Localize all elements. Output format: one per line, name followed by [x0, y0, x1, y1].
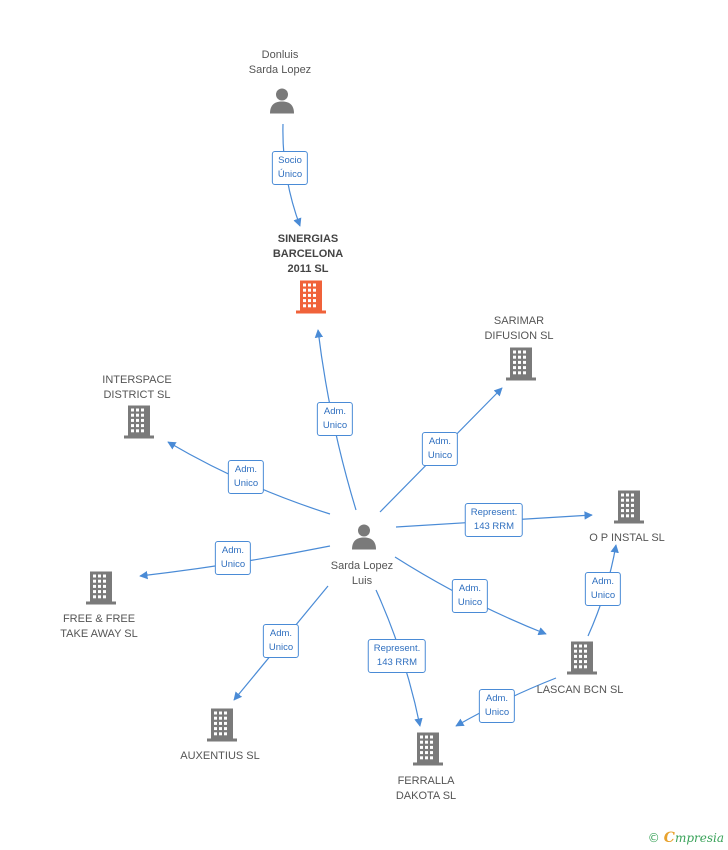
building-icon[interactable] — [504, 346, 538, 387]
brand-logo-initial: C — [663, 830, 675, 846]
edge-label-sarda-to-ferralla: Represent. 143 RRM — [367, 639, 427, 673]
edge-label-sarda-to-interspace: Adm. Unico — [227, 460, 265, 494]
node-label-opinstal[interactable]: O P INSTAL SL — [589, 532, 665, 544]
edge-label-sarda-to-sinergias: Adm. Unico — [316, 402, 354, 436]
person-icon[interactable] — [268, 87, 296, 120]
node-label-interspace[interactable]: INTERSPACE DISTRICT SL — [102, 374, 172, 401]
node-label-sarimar[interactable]: SARIMAR DIFUSION SL — [484, 315, 554, 342]
edge-label-sarda-to-sarimar: Adm. Unico — [421, 432, 459, 466]
edge-label-sarda-to-auxentius: Adm. Unico — [262, 624, 300, 658]
edge-label-lascan-to-opinstal: Adm. Unico — [584, 572, 622, 606]
edge-label-sarda-to-lascan: Adm. Unico — [451, 579, 489, 613]
building-icon[interactable] — [565, 640, 599, 681]
node-label-ferralla[interactable]: FERRALLA DAKOTA SL — [395, 775, 457, 802]
building-icon[interactable] — [84, 570, 118, 611]
footer-brand: ©Cmpresia — [648, 830, 724, 846]
edge-label-lascan-to-ferralla: Adm. Unico — [478, 689, 516, 723]
edge-label-sarda-to-freefree: Adm. Unico — [214, 541, 252, 575]
edge-label-donluis-to-sinergias: Socio Único — [271, 151, 309, 185]
node-label-auxentius[interactable]: AUXENTIUS SL — [180, 750, 260, 762]
building-icon[interactable] — [122, 404, 156, 445]
edge-label-sarda-to-opinstal: Represent. 143 RRM — [464, 503, 524, 537]
node-label-sarda[interactable]: Sarda Lopez Luis — [330, 560, 394, 587]
building-icon[interactable] — [294, 279, 328, 320]
copyright-symbol: © — [647, 831, 660, 845]
building-icon[interactable] — [411, 731, 445, 772]
node-label-donluis[interactable]: Donluis Sarda Lopez — [248, 49, 312, 76]
person-icon[interactable] — [350, 523, 378, 556]
node-label-sinergias[interactable]: SINERGIAS BARCELONA 2011 SL — [272, 233, 344, 275]
building-icon[interactable] — [205, 707, 239, 748]
brand-logo-text: mpresia — [674, 831, 724, 845]
building-icon[interactable] — [612, 489, 646, 530]
node-label-freefree[interactable]: FREE & FREE TAKE AWAY SL — [60, 613, 138, 640]
node-label-lascan[interactable]: LASCAN BCN SL — [536, 684, 624, 696]
